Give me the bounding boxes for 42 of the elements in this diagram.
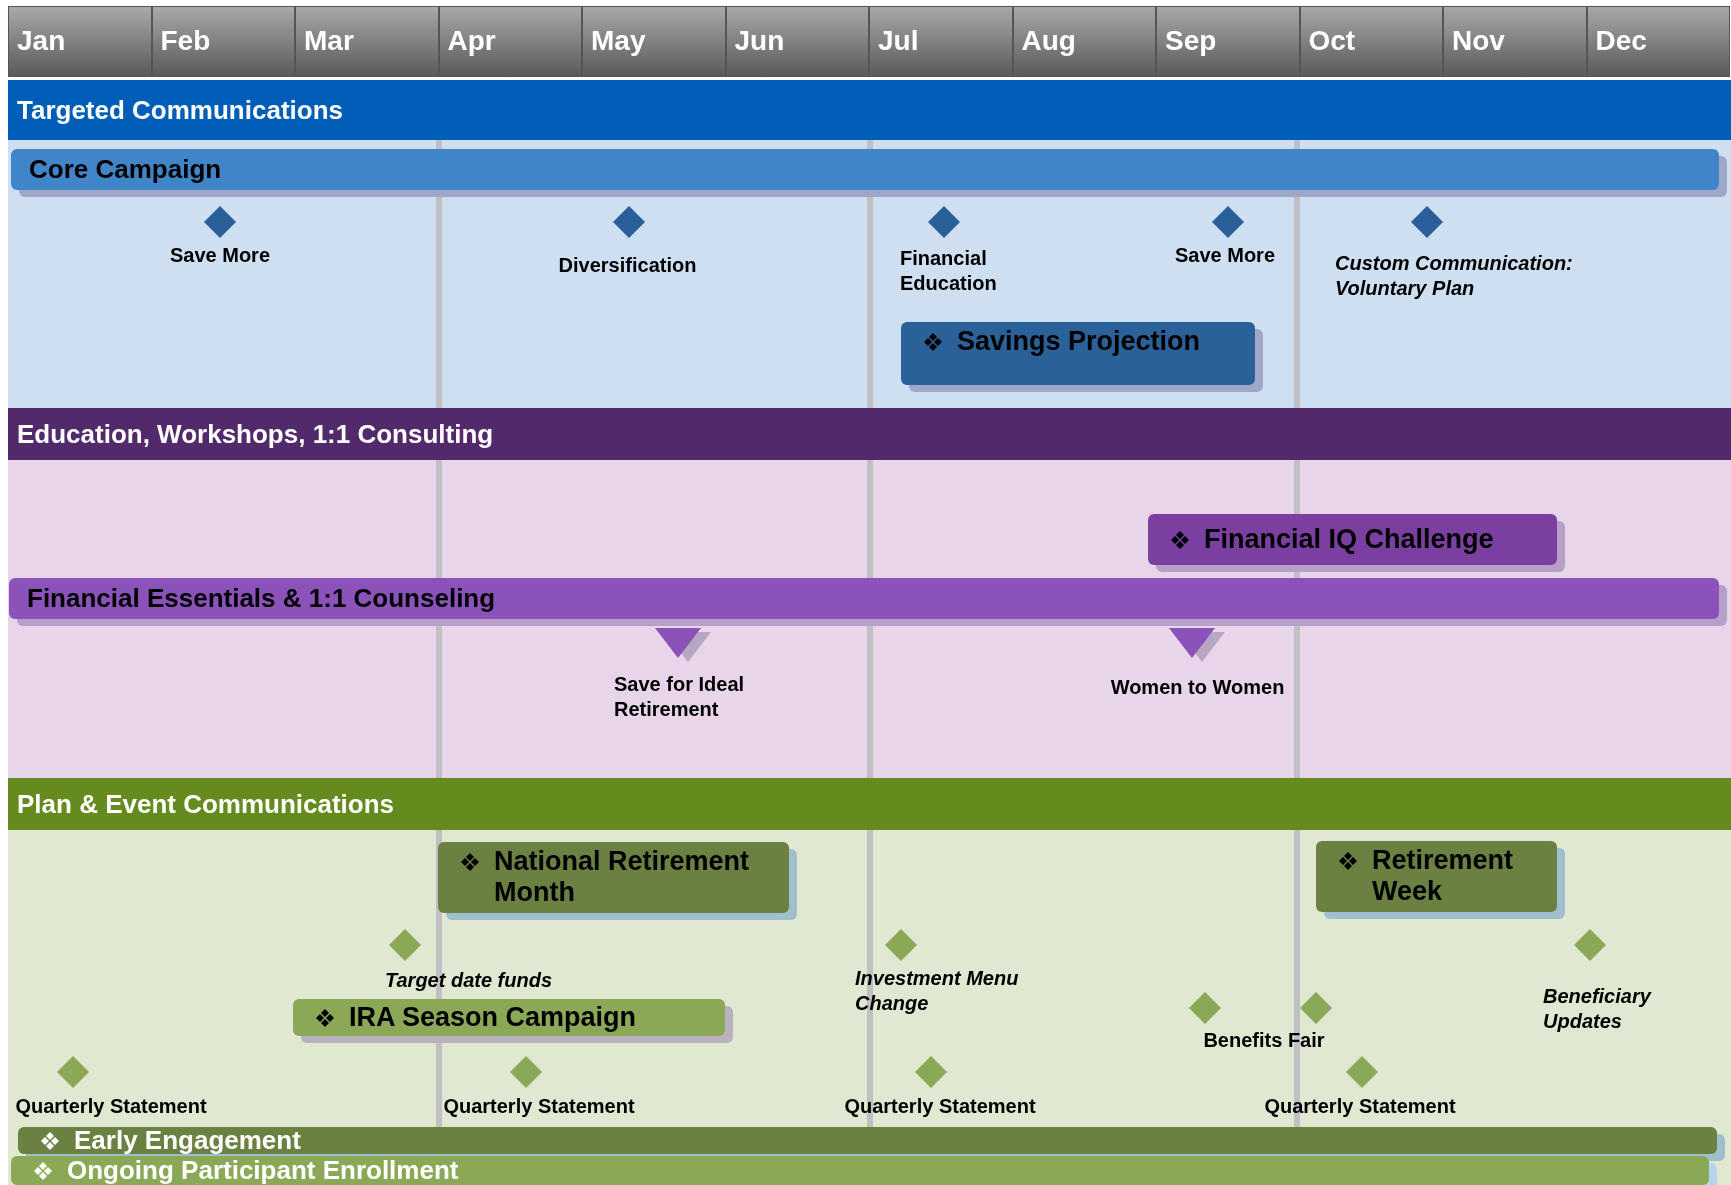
bar-label: Early Engagement	[74, 1125, 301, 1156]
bar-label: Ongoing Participant Enrollment	[67, 1155, 459, 1185]
month-header-cell: Jan	[8, 6, 152, 77]
month-header-cell: Apr	[438, 6, 582, 77]
milestone-label: Quarterly Statement	[14, 1094, 208, 1119]
milestone-label: Quarterly Statement	[442, 1094, 636, 1119]
section-header: Education, Workshops, 1:1 Consulting	[8, 408, 1731, 460]
bar-label: Core Campaign	[29, 154, 222, 185]
milestone-label: Beneficiary Updates	[1543, 984, 1653, 1034]
milestone-label: Quarterly Statement	[843, 1094, 1037, 1119]
milestone-label: Financial Education	[900, 246, 998, 296]
milestone-label: Save for Ideal Retirement	[614, 672, 746, 722]
milestone-label: Diversification	[557, 253, 698, 278]
bar-label: Retirement Week	[1372, 845, 1515, 908]
section-header: Plan & Event Communications	[8, 778, 1731, 830]
bar-label: IRA Season Campaign	[349, 1001, 637, 1033]
milestone-label: Benefits Fair	[1202, 1028, 1326, 1053]
month-header-cell: Aug	[1012, 6, 1156, 77]
month-header-cell: Nov	[1443, 6, 1587, 77]
milestone-label: Custom Communication: Voluntary Plan	[1335, 251, 1574, 301]
section-header: Targeted Communications	[8, 80, 1731, 140]
month-header-cell: Feb	[151, 6, 295, 77]
bar-label: Savings Projection	[957, 326, 1201, 358]
month-header-cell: Jun	[725, 6, 869, 77]
milestone-label: Save More	[1173, 243, 1277, 268]
bar-label: National Retirement Month	[494, 846, 751, 909]
section-panel	[8, 408, 1731, 778]
section-panel	[8, 778, 1731, 1185]
month-header-cell: Mar	[295, 6, 439, 77]
month-header-cell: Sep	[1156, 6, 1300, 77]
milestone-label: Women to Women	[1109, 675, 1286, 700]
milestone-label: Target date funds	[385, 968, 554, 993]
month-header-cell: Dec	[1586, 6, 1730, 77]
month-header-cell: Oct	[1299, 6, 1443, 77]
milestone-label: Save More	[168, 243, 272, 268]
bar-label: Financial Essentials & 1:1 Counseling	[27, 583, 496, 614]
month-header-cell: Jul	[869, 6, 1013, 77]
milestone-label: Investment Menu Change	[855, 966, 1020, 1016]
bar-label: Financial IQ Challenge	[1204, 523, 1494, 555]
month-header-cell: May	[582, 6, 726, 77]
milestone-label: Quarterly Statement	[1263, 1094, 1457, 1119]
section-panel	[8, 80, 1731, 408]
